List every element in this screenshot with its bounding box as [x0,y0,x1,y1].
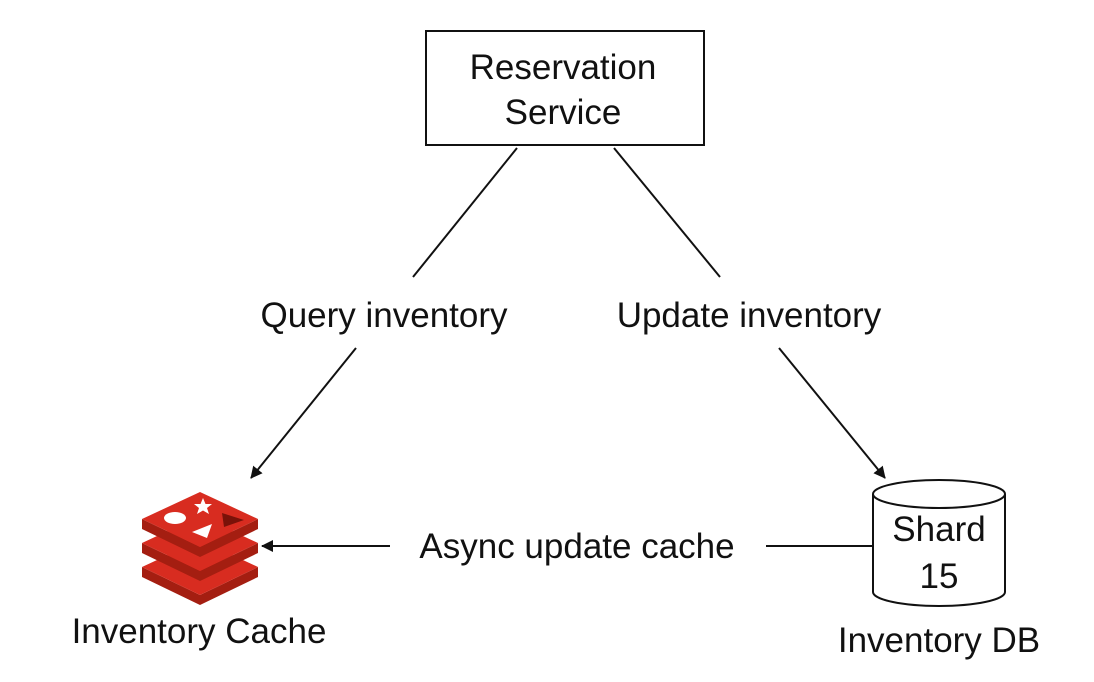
redis-icon [142,492,258,605]
query-edge-arrow [250,347,357,479]
update-inventory-label: Update inventory [617,296,882,335]
shard-label-line1: Shard [892,510,985,549]
inventory-cache-label: Inventory Cache [72,612,327,651]
update-edge-upper-line [613,147,721,278]
async-update-edge: Async update cache [261,527,872,566]
async-update-cache-label: Async update cache [419,527,734,566]
update-edge-arrow [778,347,886,479]
reservation-service-node: Reservation Service [425,30,705,146]
shard-db-cylinder: Shard 15 [872,479,1006,607]
reservation-service-label-line1: Reservation [470,48,657,87]
query-inventory-label: Query inventory [260,296,508,335]
reservation-service-box [425,30,705,146]
inventory-db-label: Inventory DB [838,621,1040,660]
cylinder-body [872,494,1006,607]
reservation-service-label-line2: Service [505,93,622,132]
shard-label-line2: 15 [920,557,959,596]
query-edge-upper-line [412,147,518,278]
update-inventory-edge: Update inventory [613,147,886,479]
cylinder-top [872,479,1006,509]
query-inventory-edge: Query inventory [250,147,518,479]
